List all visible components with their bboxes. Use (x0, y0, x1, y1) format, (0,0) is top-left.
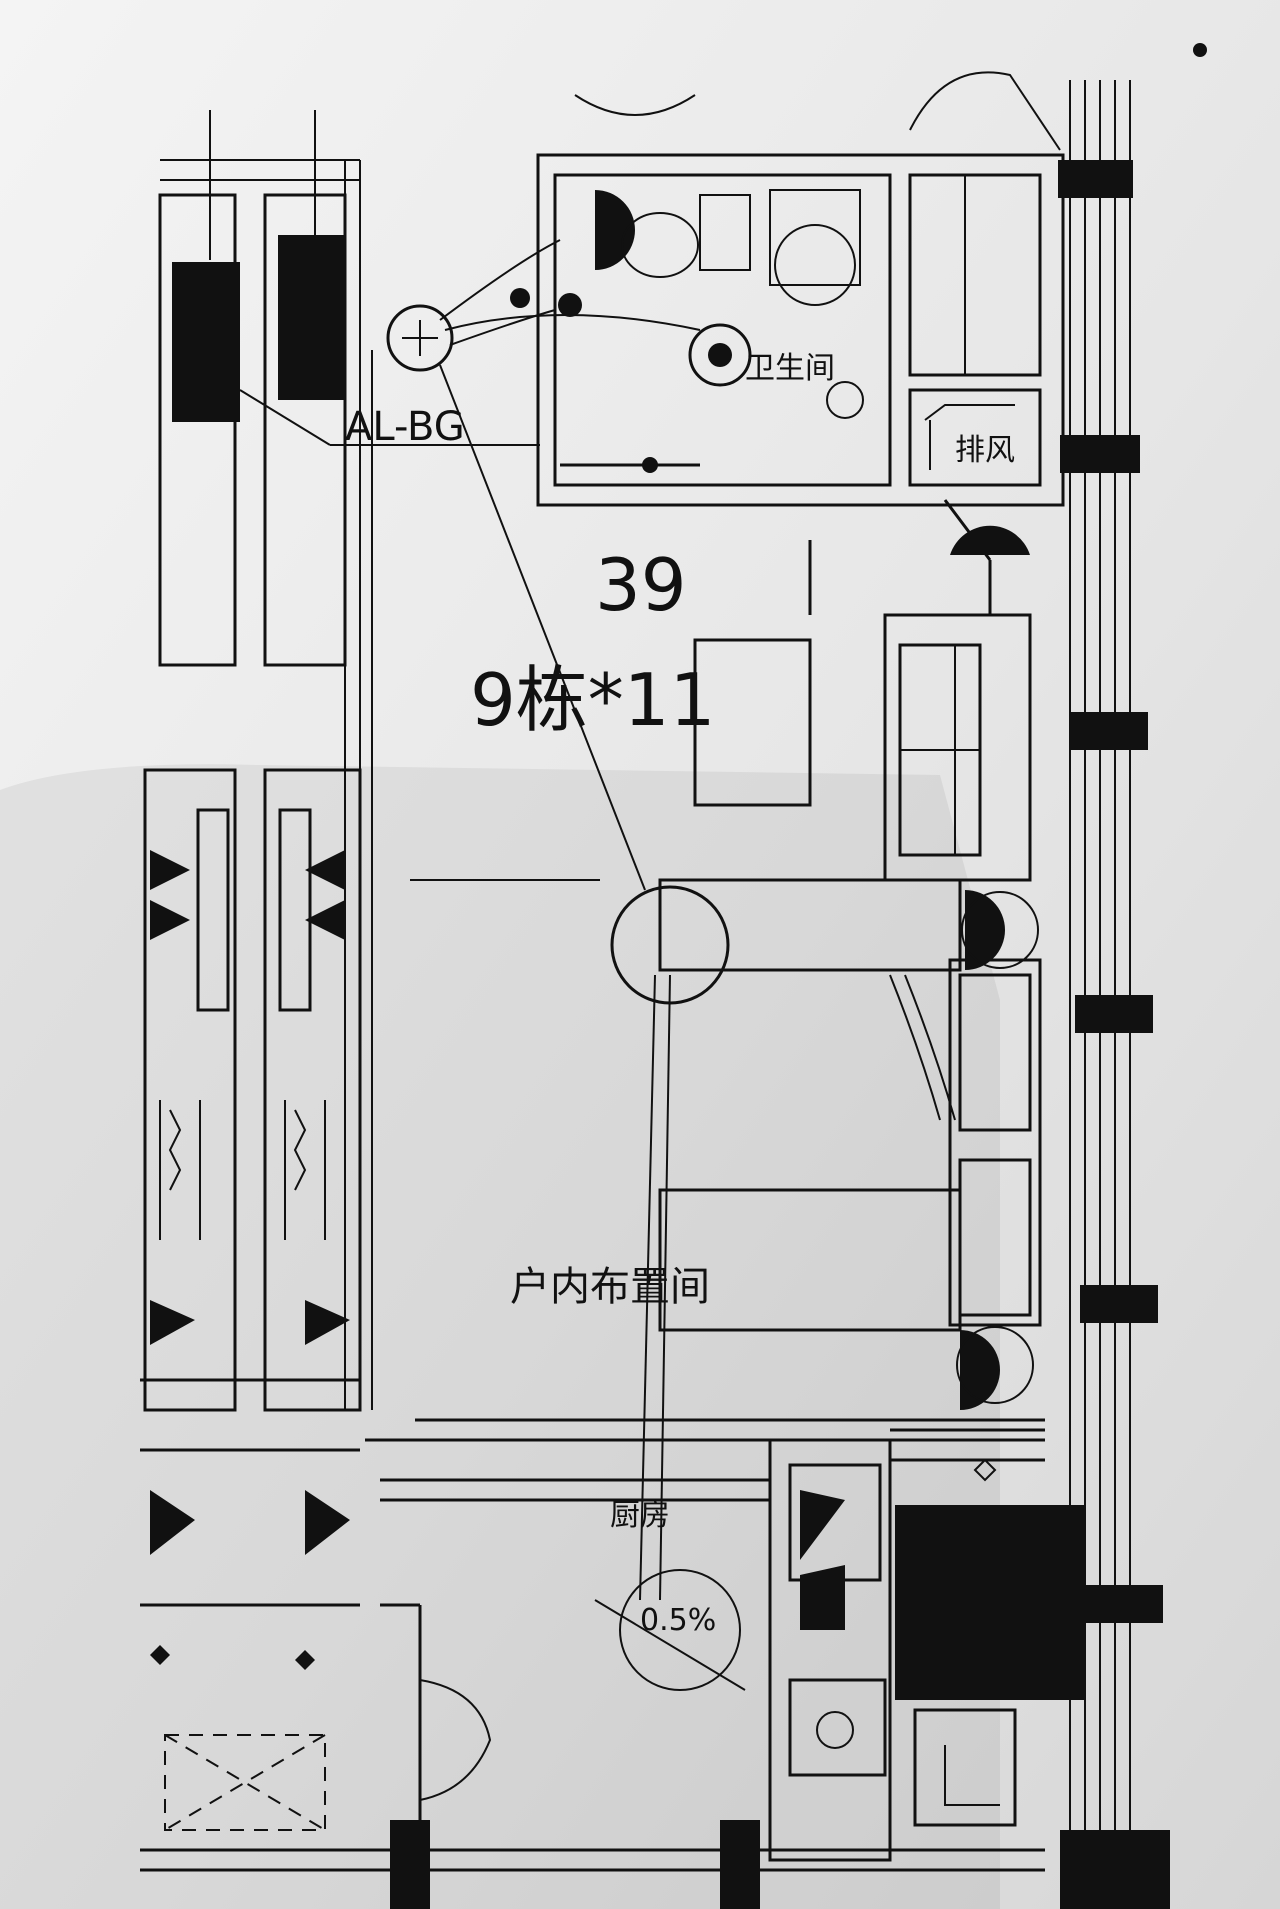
shadow-overlay (0, 764, 1000, 1909)
equipment-room-label: 户内布置间 (510, 1264, 710, 1310)
panel-code-label: AL-BG (345, 404, 465, 450)
slope-label: 0.5% (640, 1603, 716, 1638)
unit-number: 39 (595, 543, 687, 627)
building-label: 9栋*11 (470, 658, 715, 742)
kitchen-label: 厨房 (610, 1498, 670, 1533)
ink-speck (1193, 43, 1207, 57)
bathroom-label: 卫生间 (745, 351, 835, 386)
storage-box (140, 1645, 1045, 1909)
junction-box-symbol (610, 885, 730, 1601)
floor-drain: 0.5% (594, 1569, 746, 1691)
distribution-panel-symbol: AL-BG (239, 239, 701, 891)
exhaust-label: 排风 (955, 433, 1015, 468)
cabinet (693, 638, 812, 807)
bathroom-block (510, 71, 1065, 507)
kitchen-area (768, 1428, 1085, 1862)
left-shafts (140, 110, 373, 1607)
right-cabinet-column (808, 499, 1042, 1410)
corridor-walls (365, 1418, 1045, 1850)
